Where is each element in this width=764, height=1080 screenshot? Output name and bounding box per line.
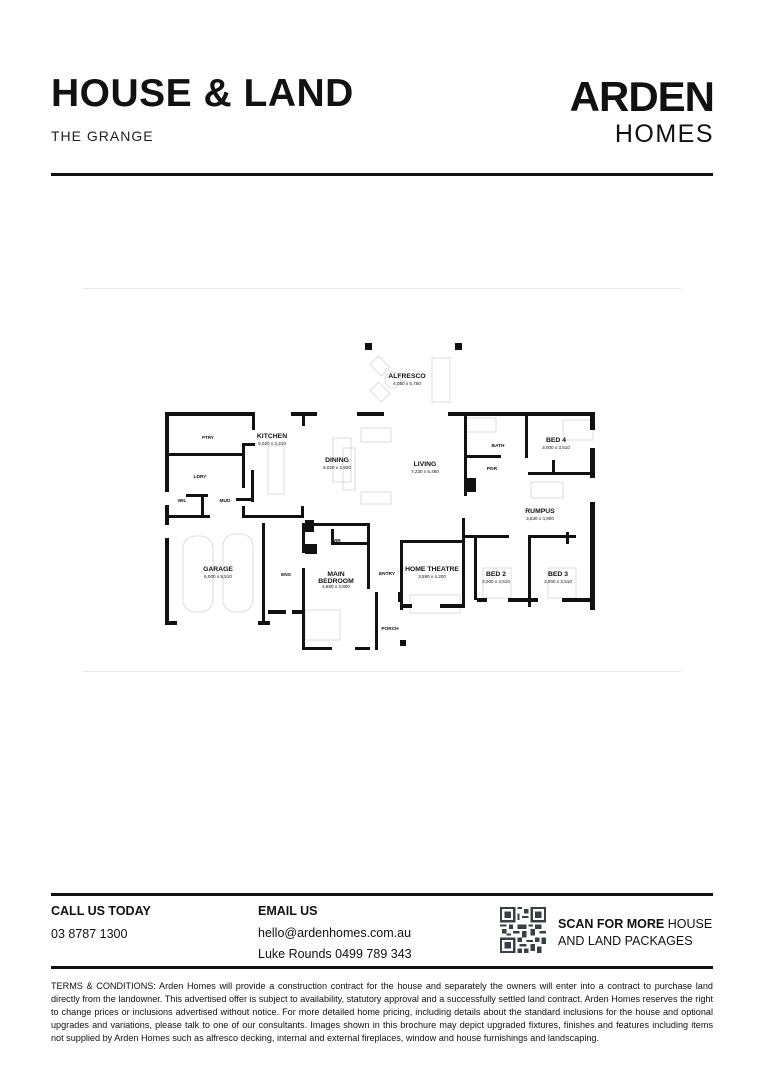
logo-sub: HOMES: [614, 120, 714, 148]
svg-text:LDRY: LDRY: [194, 474, 208, 480]
phone-number[interactable]: 03 8787 1300: [51, 927, 128, 941]
svg-text:DINING: DINING: [325, 457, 349, 464]
svg-text:3,000 x 3,510: 3,000 x 3,510: [482, 579, 510, 584]
svg-text:ENS: ENS: [281, 572, 292, 578]
walls: [165, 343, 595, 650]
floor-plan: ALFRESCO 4,050 x 5,750 PTRY KITCHEN 6,02…: [165, 343, 595, 650]
qr-code-icon[interactable]: [500, 907, 546, 953]
plan-bottom-divider: [83, 671, 681, 672]
svg-text:BATH: BATH: [492, 443, 506, 449]
scan-callout: SCAN FOR MORE HOUSE AND LAND PACKAGES: [558, 916, 712, 950]
arden-homes-logo: ARDEN HOMES: [569, 73, 715, 149]
email-heading: EMAIL US: [258, 904, 318, 918]
svg-text:3,590 x 4,200: 3,590 x 4,200: [418, 574, 446, 579]
call-heading: CALL US TODAY: [51, 904, 151, 918]
scan-line2: AND LAND PACKAGES: [558, 934, 693, 948]
logo-brand: ARDEN: [569, 73, 715, 120]
svg-text:LIVING: LIVING: [414, 461, 437, 468]
svg-text:7,230 x 5,460: 7,230 x 5,460: [411, 469, 439, 474]
svg-text:PTRY: PTRY: [202, 435, 214, 440]
scan-bold: SCAN FOR MORE: [558, 917, 665, 931]
svg-text:HOME THEATRE: HOME THEATRE: [405, 566, 459, 573]
svg-text:PDR: PDR: [487, 466, 498, 472]
svg-text:6,020 x 3,920: 6,020 x 3,920: [323, 465, 351, 470]
svg-text:6,000 x 5,510: 6,000 x 5,510: [204, 574, 232, 579]
svg-text:RUMPUS: RUMPUS: [525, 508, 555, 515]
header-divider: [51, 173, 713, 176]
terms-and-conditions: TERMS & CONDITIONS: Arden Homes will pro…: [51, 981, 713, 1043]
svg-text:4,880 x 3,800: 4,880 x 3,800: [322, 584, 350, 589]
svg-text:BED 4: BED 4: [546, 437, 566, 444]
plan-top-divider: [83, 288, 681, 289]
svg-text:PORCH: PORCH: [381, 626, 399, 632]
svg-text:WIR: WIR: [331, 538, 341, 544]
svg-text:BED 2: BED 2: [486, 571, 506, 578]
page-title: HOUSE & LAND: [51, 72, 354, 115]
consultant-contact[interactable]: Luke Rounds 0499 789 343: [258, 947, 412, 961]
svg-text:GARAGE: GARAGE: [203, 566, 233, 573]
svg-text:3,000 x 3,510: 3,000 x 3,510: [542, 445, 570, 450]
svg-text:6,020 x 3,210: 6,020 x 3,210: [258, 441, 286, 446]
terms-divider: [51, 966, 713, 969]
svg-text:KITCHEN: KITCHEN: [257, 433, 287, 440]
svg-text:BED 3: BED 3: [548, 571, 568, 578]
svg-text:MUD: MUD: [220, 498, 231, 504]
svg-text:4,050 x 5,750: 4,050 x 5,750: [393, 381, 421, 386]
svg-text:WIL: WIL: [178, 498, 187, 504]
svg-text:3,000 x 3,510: 3,000 x 3,510: [544, 579, 572, 584]
scan-rest: HOUSE: [664, 917, 713, 931]
svg-text:ENTRY: ENTRY: [379, 571, 396, 577]
svg-text:ALFRESCO: ALFRESCO: [388, 373, 425, 380]
estate-name: THE GRANGE: [51, 128, 154, 144]
room-labels: ALFRESCO 4,050 x 5,750 PTRY KITCHEN 6,02…: [178, 373, 573, 632]
svg-text:3,530 x 4,800: 3,530 x 4,800: [526, 516, 554, 521]
email-address[interactable]: hello@ardenhomes.com.au: [258, 926, 412, 940]
footer-divider: [51, 893, 713, 896]
